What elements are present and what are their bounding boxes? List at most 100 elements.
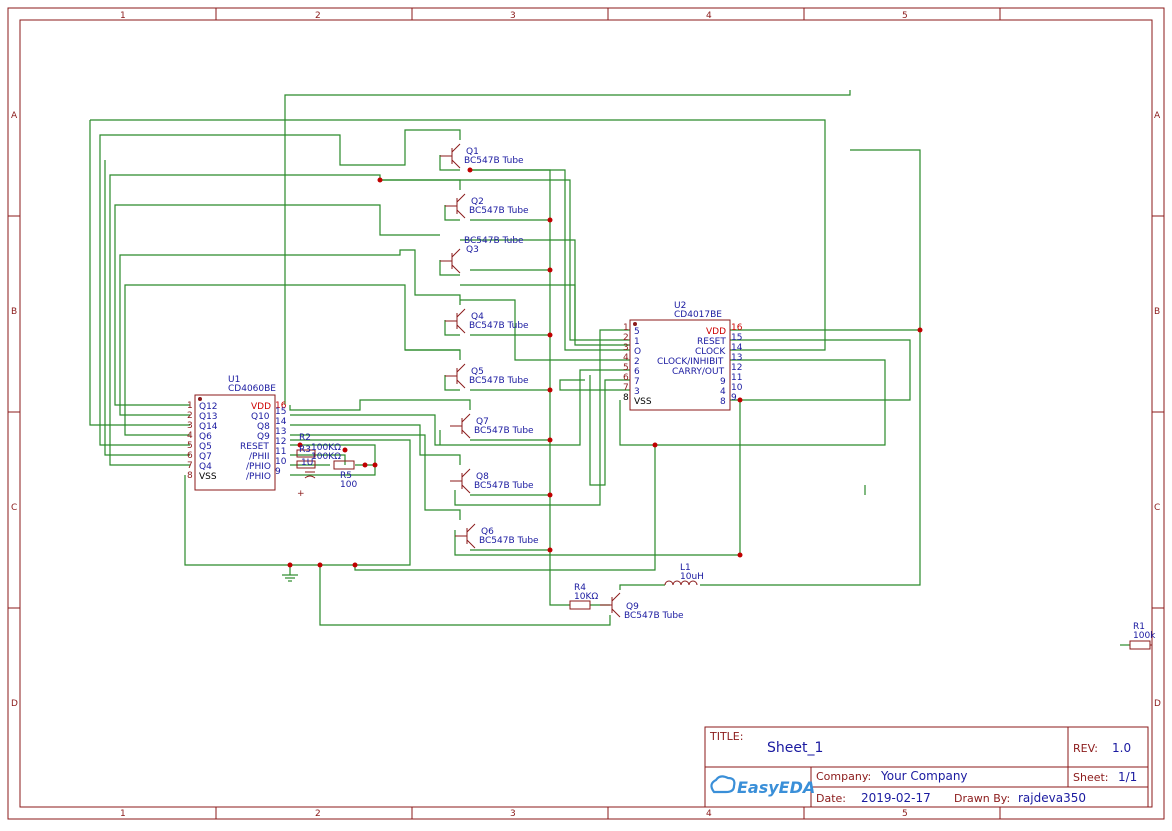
junction-dots bbox=[287, 167, 923, 568]
q7-ref: Q7 bbox=[476, 417, 489, 427]
u2-part: CD4017BE bbox=[674, 310, 722, 320]
transistor-q2[interactable]: Q2 BC547B Tube bbox=[445, 193, 529, 219]
u2-pin-num: 4 bbox=[623, 353, 629, 363]
col-label-top-1: 1 bbox=[120, 11, 126, 21]
row-label-right-b: B bbox=[1154, 307, 1160, 317]
col-label-bottom-5: 5 bbox=[902, 809, 908, 819]
resistor-r3[interactable]: R3 100KΩ bbox=[296, 445, 341, 469]
u2-pin-name: VDD bbox=[706, 327, 726, 337]
u2-pin-name: CLOCK bbox=[695, 347, 726, 357]
u1-pin-name: /PHII bbox=[249, 452, 270, 462]
u2-pin-num: 8 bbox=[623, 393, 629, 403]
u1-pin-num: 1 bbox=[187, 401, 193, 411]
resistor-r4[interactable]: R4 10KΩ bbox=[569, 583, 598, 610]
u2-pin-num: 5 bbox=[623, 363, 629, 373]
q7-value: BC547B Tube bbox=[474, 426, 534, 436]
u2-pin-num: 1 bbox=[623, 323, 629, 333]
q2-ref: Q2 bbox=[471, 197, 484, 207]
q8-ref: Q8 bbox=[476, 472, 489, 482]
u2-pin-num: 10 bbox=[731, 383, 743, 393]
q5-value: BC547B Tube bbox=[469, 376, 529, 386]
u2-pin-num: 15 bbox=[731, 333, 742, 343]
date-label: Date: bbox=[816, 792, 846, 805]
u2-pin-name: 1 bbox=[634, 337, 640, 347]
q1-value: BC547B Tube bbox=[464, 156, 524, 166]
transistor-q9[interactable]: Q9 BC547B Tube bbox=[600, 592, 684, 621]
inductor-l1[interactable]: L1 10uH bbox=[664, 563, 704, 586]
u1-pin-name: RESET bbox=[240, 442, 269, 452]
u2-ref: U2 bbox=[674, 301, 686, 311]
u2-pin-name: 5 bbox=[634, 327, 640, 337]
drawn-by-label: Drawn By: bbox=[954, 792, 1010, 805]
u2-pin-name: 6 bbox=[634, 367, 640, 377]
u2-pin-name: 4 bbox=[720, 387, 726, 397]
r5-ref: R5 bbox=[340, 471, 352, 481]
u2-pin-num: 7 bbox=[623, 383, 629, 393]
resistor-r5[interactable]: R5 100 bbox=[333, 460, 357, 490]
u1-pin-num: 16 bbox=[275, 401, 287, 411]
transistor-q8[interactable]: Q8 BC547B Tube bbox=[450, 468, 534, 494]
u2-pin-name: CARRY/OUT bbox=[672, 367, 725, 377]
sheet-title: Sheet_1 bbox=[767, 740, 823, 756]
row-label-left-c: C bbox=[11, 503, 17, 513]
u2-pin-name: 3 bbox=[634, 387, 640, 397]
u1-pin-name: Q4 bbox=[199, 462, 212, 472]
u2-pin-name: O bbox=[634, 347, 641, 357]
col-label-top-4: 4 bbox=[706, 11, 712, 21]
q2-value: BC547B Tube bbox=[469, 206, 529, 216]
resistor-r2[interactable]: R2 100KΩ bbox=[296, 433, 341, 458]
u2-pin-name: VSS bbox=[634, 397, 652, 407]
transistor-q6[interactable]: Q6 BC547B Tube bbox=[455, 523, 539, 549]
q4-value: BC547B Tube bbox=[469, 321, 529, 331]
q9-value: BC547B Tube bbox=[624, 611, 684, 621]
row-label-left-a: A bbox=[11, 111, 18, 121]
u1-pin-num: 13 bbox=[275, 427, 286, 437]
transistor-q5[interactable]: Q5 BC547B Tube bbox=[445, 363, 529, 389]
q6-ref: Q6 bbox=[481, 527, 494, 537]
capacitor-c1[interactable]: + 1U bbox=[297, 458, 316, 499]
u1-pin-name: /PHIO bbox=[246, 472, 271, 482]
l1-ref: L1 bbox=[680, 563, 691, 573]
u2-pin-name: 8 bbox=[720, 397, 726, 407]
r2-value: 100KΩ bbox=[311, 443, 341, 453]
r2-ref: R2 bbox=[299, 433, 311, 443]
u1-pin-name: /PHIO bbox=[246, 462, 271, 472]
wires bbox=[89, 90, 1130, 646]
sheet-value: 1/1 bbox=[1118, 770, 1137, 784]
col-label-bottom-1: 1 bbox=[120, 809, 126, 819]
u2-pin-num: 13 bbox=[731, 353, 742, 363]
q3-value: BC547B Tube bbox=[464, 236, 524, 246]
sheet-label: Sheet: bbox=[1073, 771, 1109, 784]
u1-pin-num: 8 bbox=[187, 471, 193, 481]
u1-pin-name: Q9 bbox=[257, 432, 270, 442]
u1-pin-num: 9 bbox=[275, 467, 281, 477]
u1-pin-num: 3 bbox=[187, 421, 193, 431]
u2-pin-num: 16 bbox=[731, 323, 743, 333]
u1-pin-name: Q8 bbox=[257, 422, 270, 432]
u2-pin-num: 9 bbox=[731, 393, 737, 403]
transistor-q3[interactable]: BC547B Tube Q3 bbox=[440, 236, 524, 274]
transistor-q7[interactable]: Q7 BC547B Tube bbox=[450, 413, 534, 439]
resistor-r1[interactable]: R1 100k bbox=[1129, 622, 1156, 650]
easyeda-logo: EasyEDA bbox=[710, 775, 815, 797]
col-label-bottom-4: 4 bbox=[706, 809, 712, 819]
u2-pin-name: 2 bbox=[634, 357, 640, 367]
logo-text: EasyEDA bbox=[737, 778, 815, 797]
u1-pin-name: Q5 bbox=[199, 442, 212, 452]
transistor-q4[interactable]: Q4 BC547B Tube bbox=[445, 308, 529, 334]
u1-pin-name: Q10 bbox=[251, 412, 270, 422]
u2-pin-name: 7 bbox=[634, 377, 640, 387]
r4-value: 10KΩ bbox=[574, 592, 598, 602]
u2-pin-name: RESET bbox=[697, 337, 726, 347]
title-block: TITLE: Sheet_1 REV: 1.0 Company: Your Co… bbox=[704, 726, 1149, 808]
col-label-top-5: 5 bbox=[902, 11, 908, 21]
rev-label: REV: bbox=[1073, 742, 1098, 755]
r1-value: 100k bbox=[1133, 631, 1156, 641]
ic-u2[interactable]: U2 CD4017BE 1 5 2 1 3 O 4 2 5 6 6 7 7 3 … bbox=[623, 301, 743, 411]
ic-u1[interactable]: U1 CD4060BE 1 Q12 2 Q13 3 Q14 4 Q6 5 Q5 … bbox=[187, 375, 287, 491]
u1-pin-num: 6 bbox=[187, 451, 193, 461]
company-value: Your Company bbox=[880, 769, 968, 783]
transistor-q1[interactable]: Q1 BC547B Tube bbox=[440, 143, 524, 169]
u2-pin-num: 6 bbox=[623, 373, 629, 383]
